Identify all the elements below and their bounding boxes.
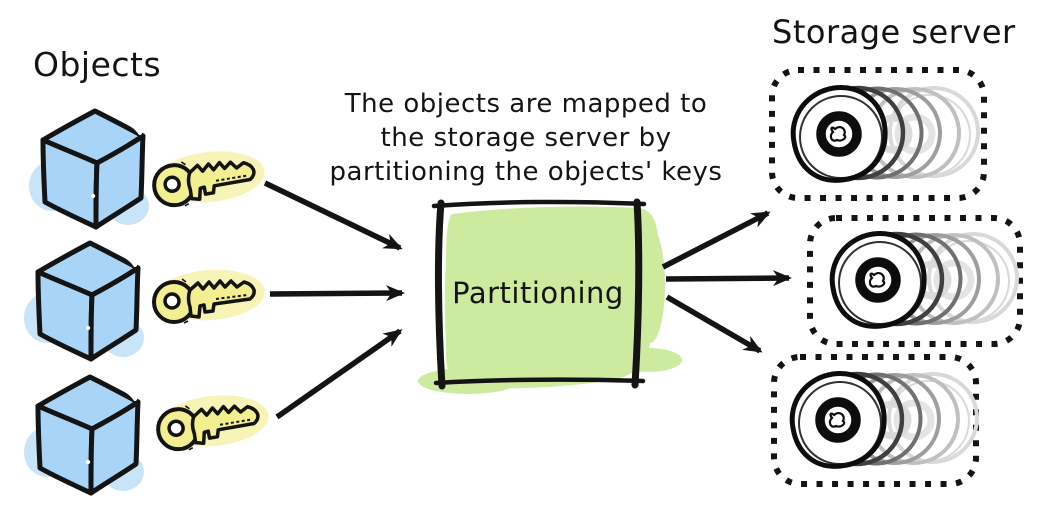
key-icon-1 [152, 146, 267, 207]
storage-server-title: Storage server [772, 13, 1016, 51]
storage-server-3 [771, 354, 977, 487]
caption-line-2: the storage server by [381, 123, 672, 153]
arrow-key1-to-partition [263, 180, 403, 251]
partition-box: Partitioning [418, 198, 682, 394]
server-1-border [769, 67, 987, 201]
object-cube-2 [24, 243, 144, 359]
disk-icon-1 [793, 87, 978, 180]
arrow-key3-to-partition [275, 328, 403, 420]
caption: The objects are mapped to the storage se… [330, 89, 723, 187]
object-cube-1 [29, 111, 149, 227]
arrows-in [263, 180, 405, 420]
arrow-partition-to-server1 [661, 210, 771, 270]
storage-server-1 [769, 67, 987, 201]
disk-icon-3 [792, 373, 977, 466]
arrow-partition-to-server3 [665, 294, 763, 354]
storage-server-2 [807, 215, 1023, 347]
arrow-key2-to-partition [269, 285, 405, 302]
caption-line-3: partitioning the objects' keys [330, 157, 723, 187]
caption-line-1: The objects are mapped to [344, 89, 708, 119]
partition-label: Partitioning [452, 276, 624, 310]
disk-icon-2 [832, 233, 1017, 326]
key-icon-3 [156, 390, 271, 451]
objects-title: Objects [33, 45, 161, 84]
server-2-border [807, 215, 1023, 347]
key-icon-2 [151, 264, 269, 326]
arrows-out [661, 210, 792, 354]
arrow-partition-to-server2 [665, 270, 792, 287]
object-cube-3 [24, 377, 144, 493]
